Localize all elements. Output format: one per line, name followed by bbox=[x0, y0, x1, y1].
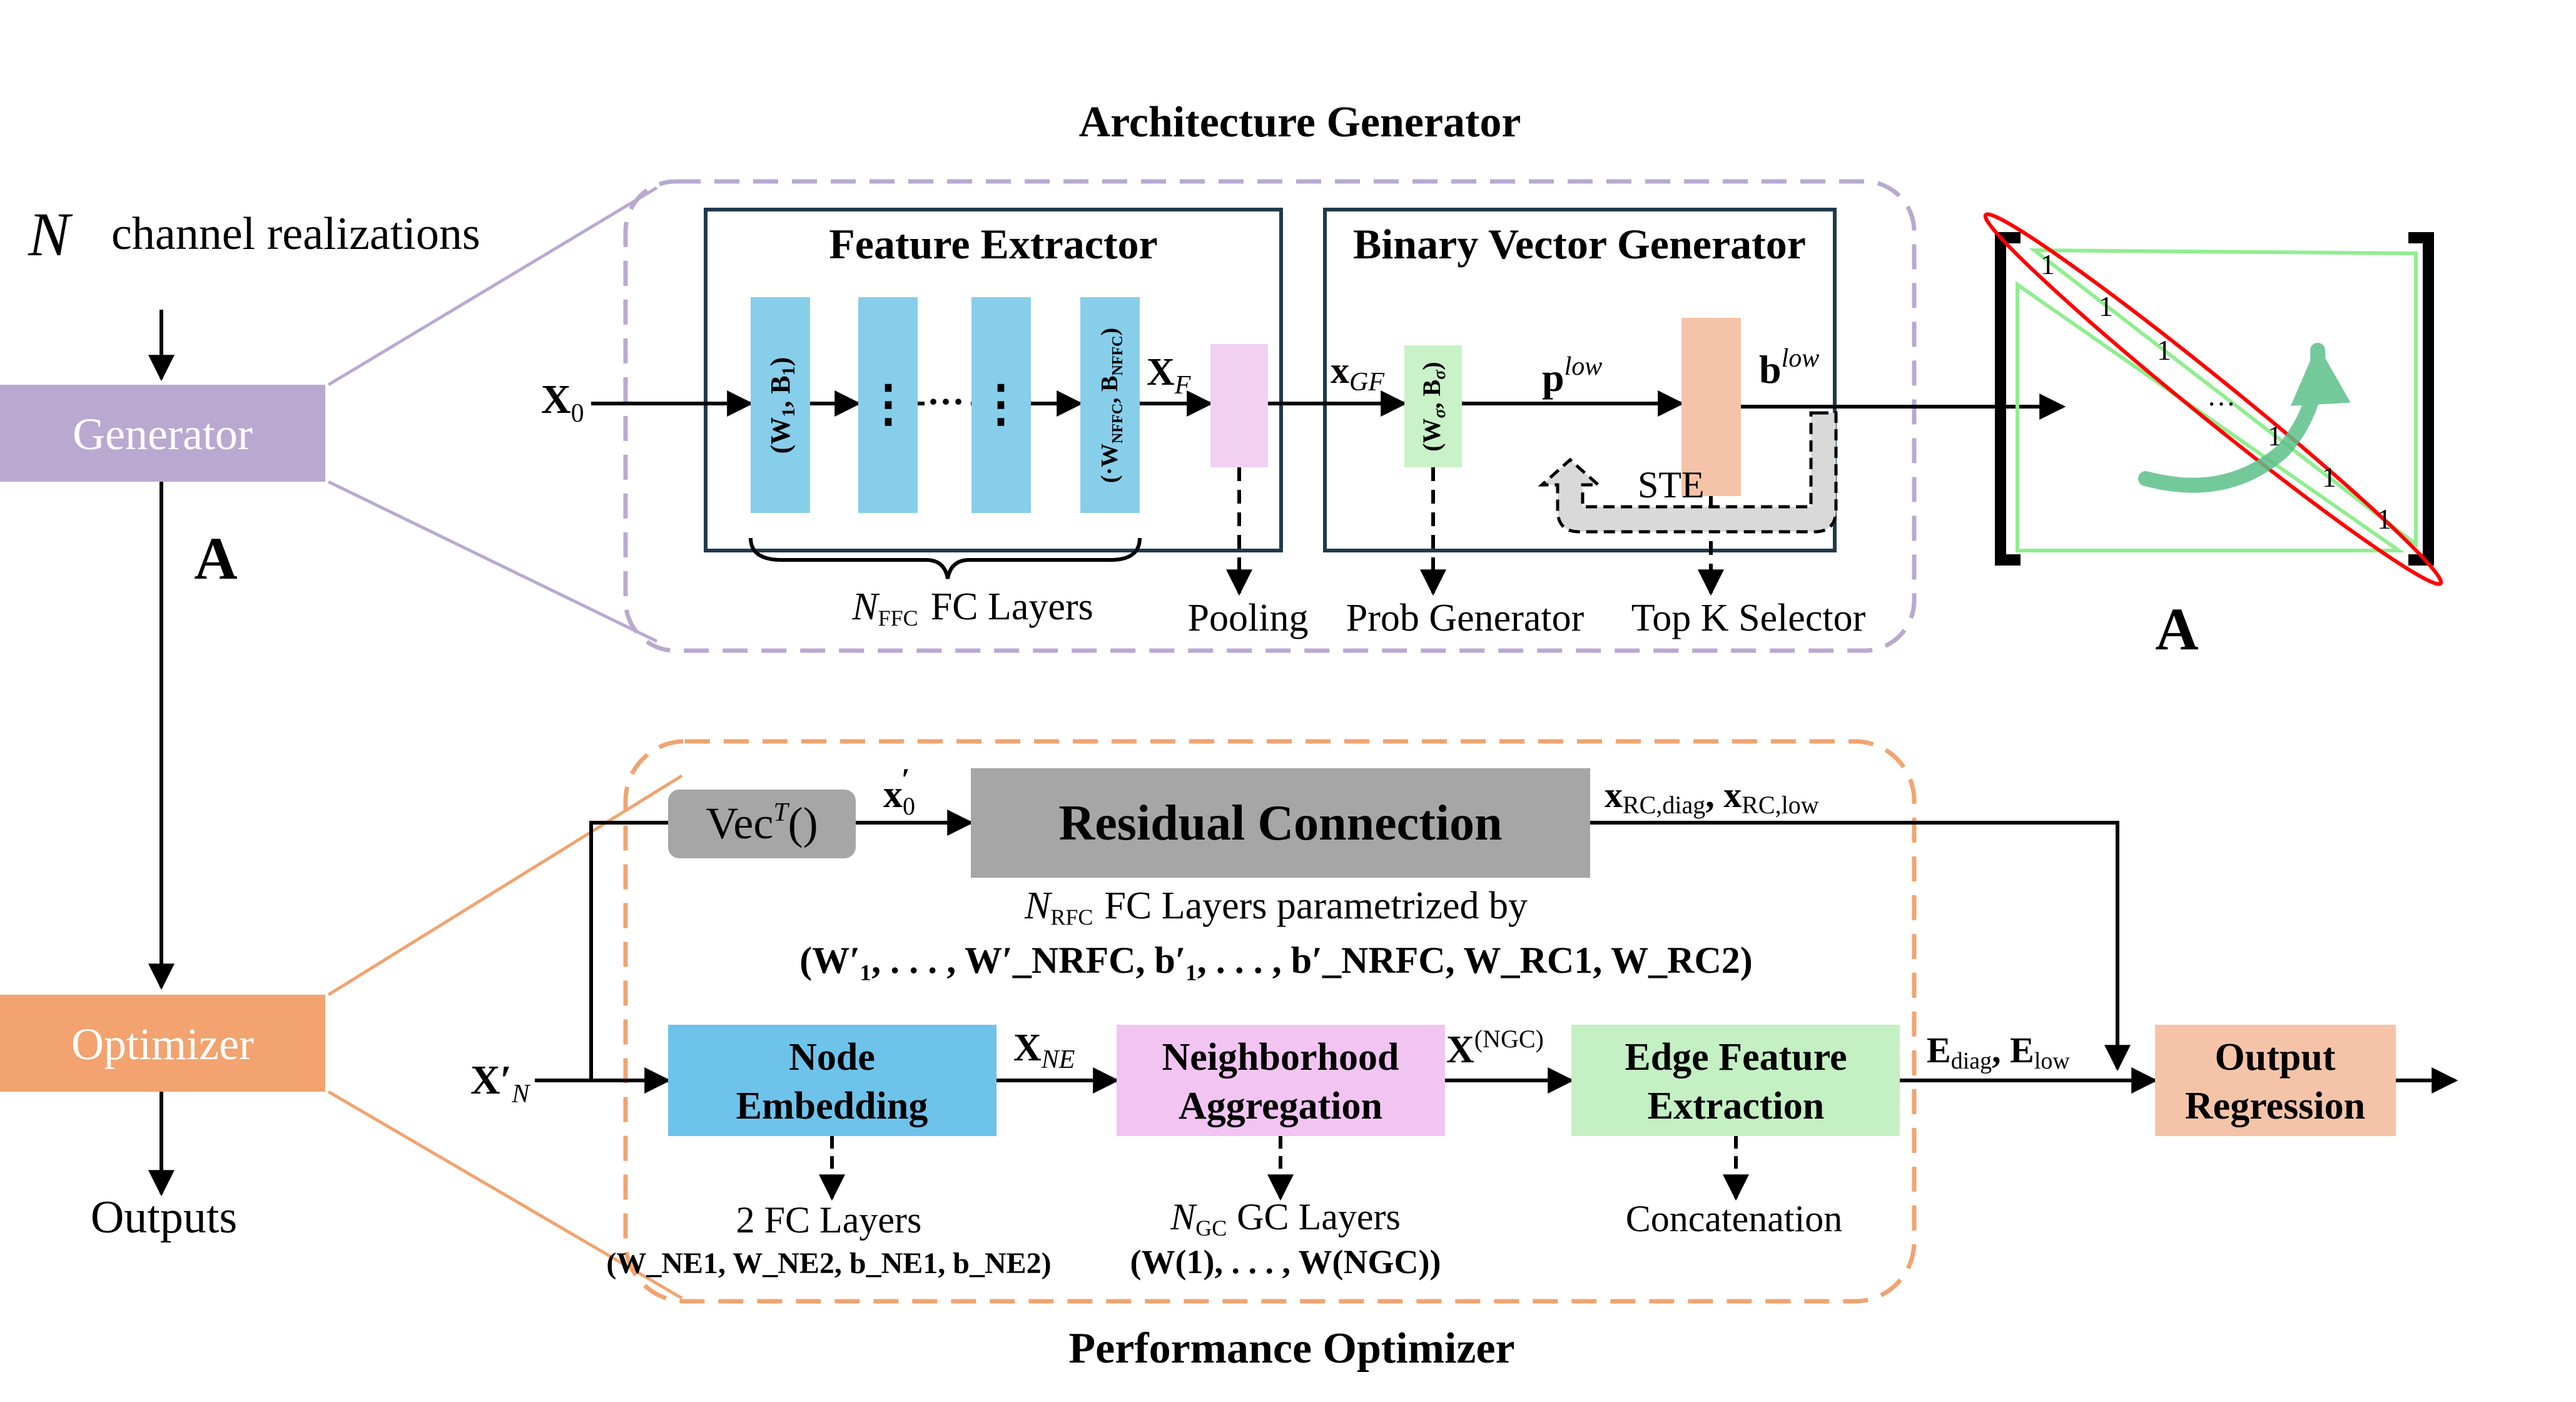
fc-layer-last-label: (·WNFFC, BNFFC) bbox=[1097, 328, 1126, 483]
matrix-right-bracket bbox=[2408, 232, 2434, 566]
zoom-line-opt-top bbox=[327, 774, 683, 997]
vec-label: VecT() bbox=[706, 798, 818, 848]
neighborhood-label-1: Neighborhood bbox=[1162, 1036, 1399, 1079]
rfc-parameters: (W′₁, . . . , W′_NRFC, b′₁, . . . , b′_N… bbox=[799, 940, 1753, 981]
prob-generator-block bbox=[1404, 345, 1462, 467]
n-symbol: N bbox=[28, 200, 73, 269]
xne-label: XNE bbox=[1013, 1027, 1075, 1074]
fc-brace bbox=[749, 537, 1142, 579]
matrix-one-1: 1 bbox=[2041, 248, 2055, 280]
matrix-left-bracket bbox=[1995, 232, 2021, 566]
neighborhood-aggregation-box bbox=[1117, 1025, 1445, 1136]
concatenation-label: Concatenation bbox=[1626, 1198, 1843, 1239]
matrix-one-4: 1 bbox=[2268, 420, 2282, 452]
prob-generator-block-label: (Wσ, Bσ) bbox=[1417, 362, 1449, 452]
edge-feature-box bbox=[1571, 1025, 1900, 1136]
diagonal-ellipse bbox=[1983, 212, 2443, 586]
xn-label: X′N bbox=[470, 1057, 530, 1109]
matrix-lower-triangle bbox=[2016, 281, 2405, 552]
xrc-label: xRC,diag, xRC,low bbox=[1605, 775, 1819, 819]
edge-feature-label-1: Edge Feature bbox=[1625, 1036, 1847, 1079]
matrix-dots: … bbox=[2207, 380, 2236, 412]
ne-params: (W_NE1, W_NE2, b_NE1, b_NE2) bbox=[606, 1247, 1051, 1280]
zoom-line-gen-top bbox=[327, 186, 658, 387]
fc-layer-1 bbox=[751, 297, 810, 513]
fc-hdots: ··· bbox=[927, 381, 965, 422]
xgf-label: xGF bbox=[1331, 350, 1384, 397]
x0-label: X0 bbox=[541, 377, 584, 428]
e-label: Ediag, Elow bbox=[1927, 1030, 2070, 1074]
outputs-label: Outputs bbox=[91, 1192, 237, 1243]
neighborhood-label-2: Aggregation bbox=[1179, 1085, 1382, 1127]
arrow-residual-to-output bbox=[1590, 821, 2131, 1072]
matrix-upper-triangle bbox=[2029, 248, 2418, 549]
feature-extractor-box bbox=[704, 208, 1283, 552]
gc-params: (W(1), . . . , W(NGC)) bbox=[1130, 1243, 1441, 1281]
xf-label: XF bbox=[1147, 351, 1191, 400]
b-low-label: blow bbox=[1759, 344, 1819, 392]
channel-realizations-label: channel realizations bbox=[111, 208, 480, 260]
residual-connection-box bbox=[971, 768, 1590, 878]
zoom-line-gen-bottom bbox=[327, 480, 658, 643]
a-label-left: A bbox=[194, 525, 237, 592]
transpose-curved-arrow bbox=[2138, 343, 2351, 493]
fc-layer-2-ellipsis: ⋮ bbox=[863, 377, 913, 432]
node-embedding-box bbox=[668, 1025, 996, 1136]
pooling-label: Pooling bbox=[1188, 597, 1309, 639]
output-regression-label-1: Output bbox=[2215, 1036, 2336, 1079]
pooling-block bbox=[1210, 344, 1268, 467]
optimizer-label: Optimizer bbox=[71, 1019, 254, 1069]
optimizer-box[interactable] bbox=[0, 995, 325, 1092]
vec-box bbox=[668, 790, 856, 858]
output-regression-box bbox=[2155, 1025, 2396, 1136]
architecture-generator-title: Architecture Generator bbox=[1079, 98, 1521, 146]
fc-layer-last bbox=[1080, 297, 1140, 513]
feature-extractor-title: Feature Extractor bbox=[829, 220, 1158, 268]
fc2-label: 2 FC Layers bbox=[736, 1199, 922, 1241]
line-xn-to-vec bbox=[589, 821, 668, 1080]
generator-box[interactable] bbox=[0, 385, 325, 482]
xngc-label: X(NGC) bbox=[1446, 1025, 1544, 1071]
ste-arrow bbox=[1538, 411, 1838, 534]
matrix-one-6: 1 bbox=[2377, 503, 2391, 535]
architecture-generator-frame bbox=[623, 179, 1917, 653]
binary-vector-generator-box bbox=[1323, 208, 1837, 552]
edge-feature-label-2: Extraction bbox=[1648, 1085, 1824, 1127]
fc-layer-3-ellipsis: ⋮ bbox=[976, 377, 1026, 432]
performance-optimizer-frame bbox=[623, 739, 1917, 1304]
binary-vector-generator-title: Binary Vector Generator bbox=[1353, 220, 1806, 268]
p-low-label: plow bbox=[1542, 352, 1602, 400]
adjacency-matrix: 1 1 1 … 1 1 1 bbox=[1983, 212, 2443, 586]
performance-optimizer-title: Performance Optimizer bbox=[1068, 1324, 1514, 1373]
output-regression-label-2: Regression bbox=[2185, 1085, 2365, 1127]
fc-layer-2 bbox=[858, 297, 918, 513]
matrix-one-5: 1 bbox=[2322, 461, 2336, 493]
zoom-line-opt-bottom bbox=[327, 1090, 683, 1300]
matrix-one-2: 1 bbox=[2099, 290, 2113, 322]
fc-layer-1-label: (W1, B1) bbox=[765, 357, 799, 454]
topk-selector-label: Top K Selector bbox=[1631, 597, 1866, 639]
topk-block bbox=[1681, 318, 1741, 496]
node-embedding-label-1: Node bbox=[789, 1036, 875, 1079]
generator-label: Generator bbox=[73, 409, 253, 459]
prob-generator-label: Prob Generator bbox=[1346, 597, 1585, 639]
matrix-one-3: 1 bbox=[2157, 334, 2171, 366]
fc-layer-3 bbox=[971, 297, 1031, 513]
ste-label: STE bbox=[1638, 464, 1705, 505]
residual-connection-label: Residual Connection bbox=[1059, 796, 1503, 851]
a-label-matrix: A bbox=[2155, 596, 2198, 663]
x0p-label: x0′ bbox=[883, 761, 915, 820]
node-embedding-label-2: Embedding bbox=[736, 1085, 928, 1127]
